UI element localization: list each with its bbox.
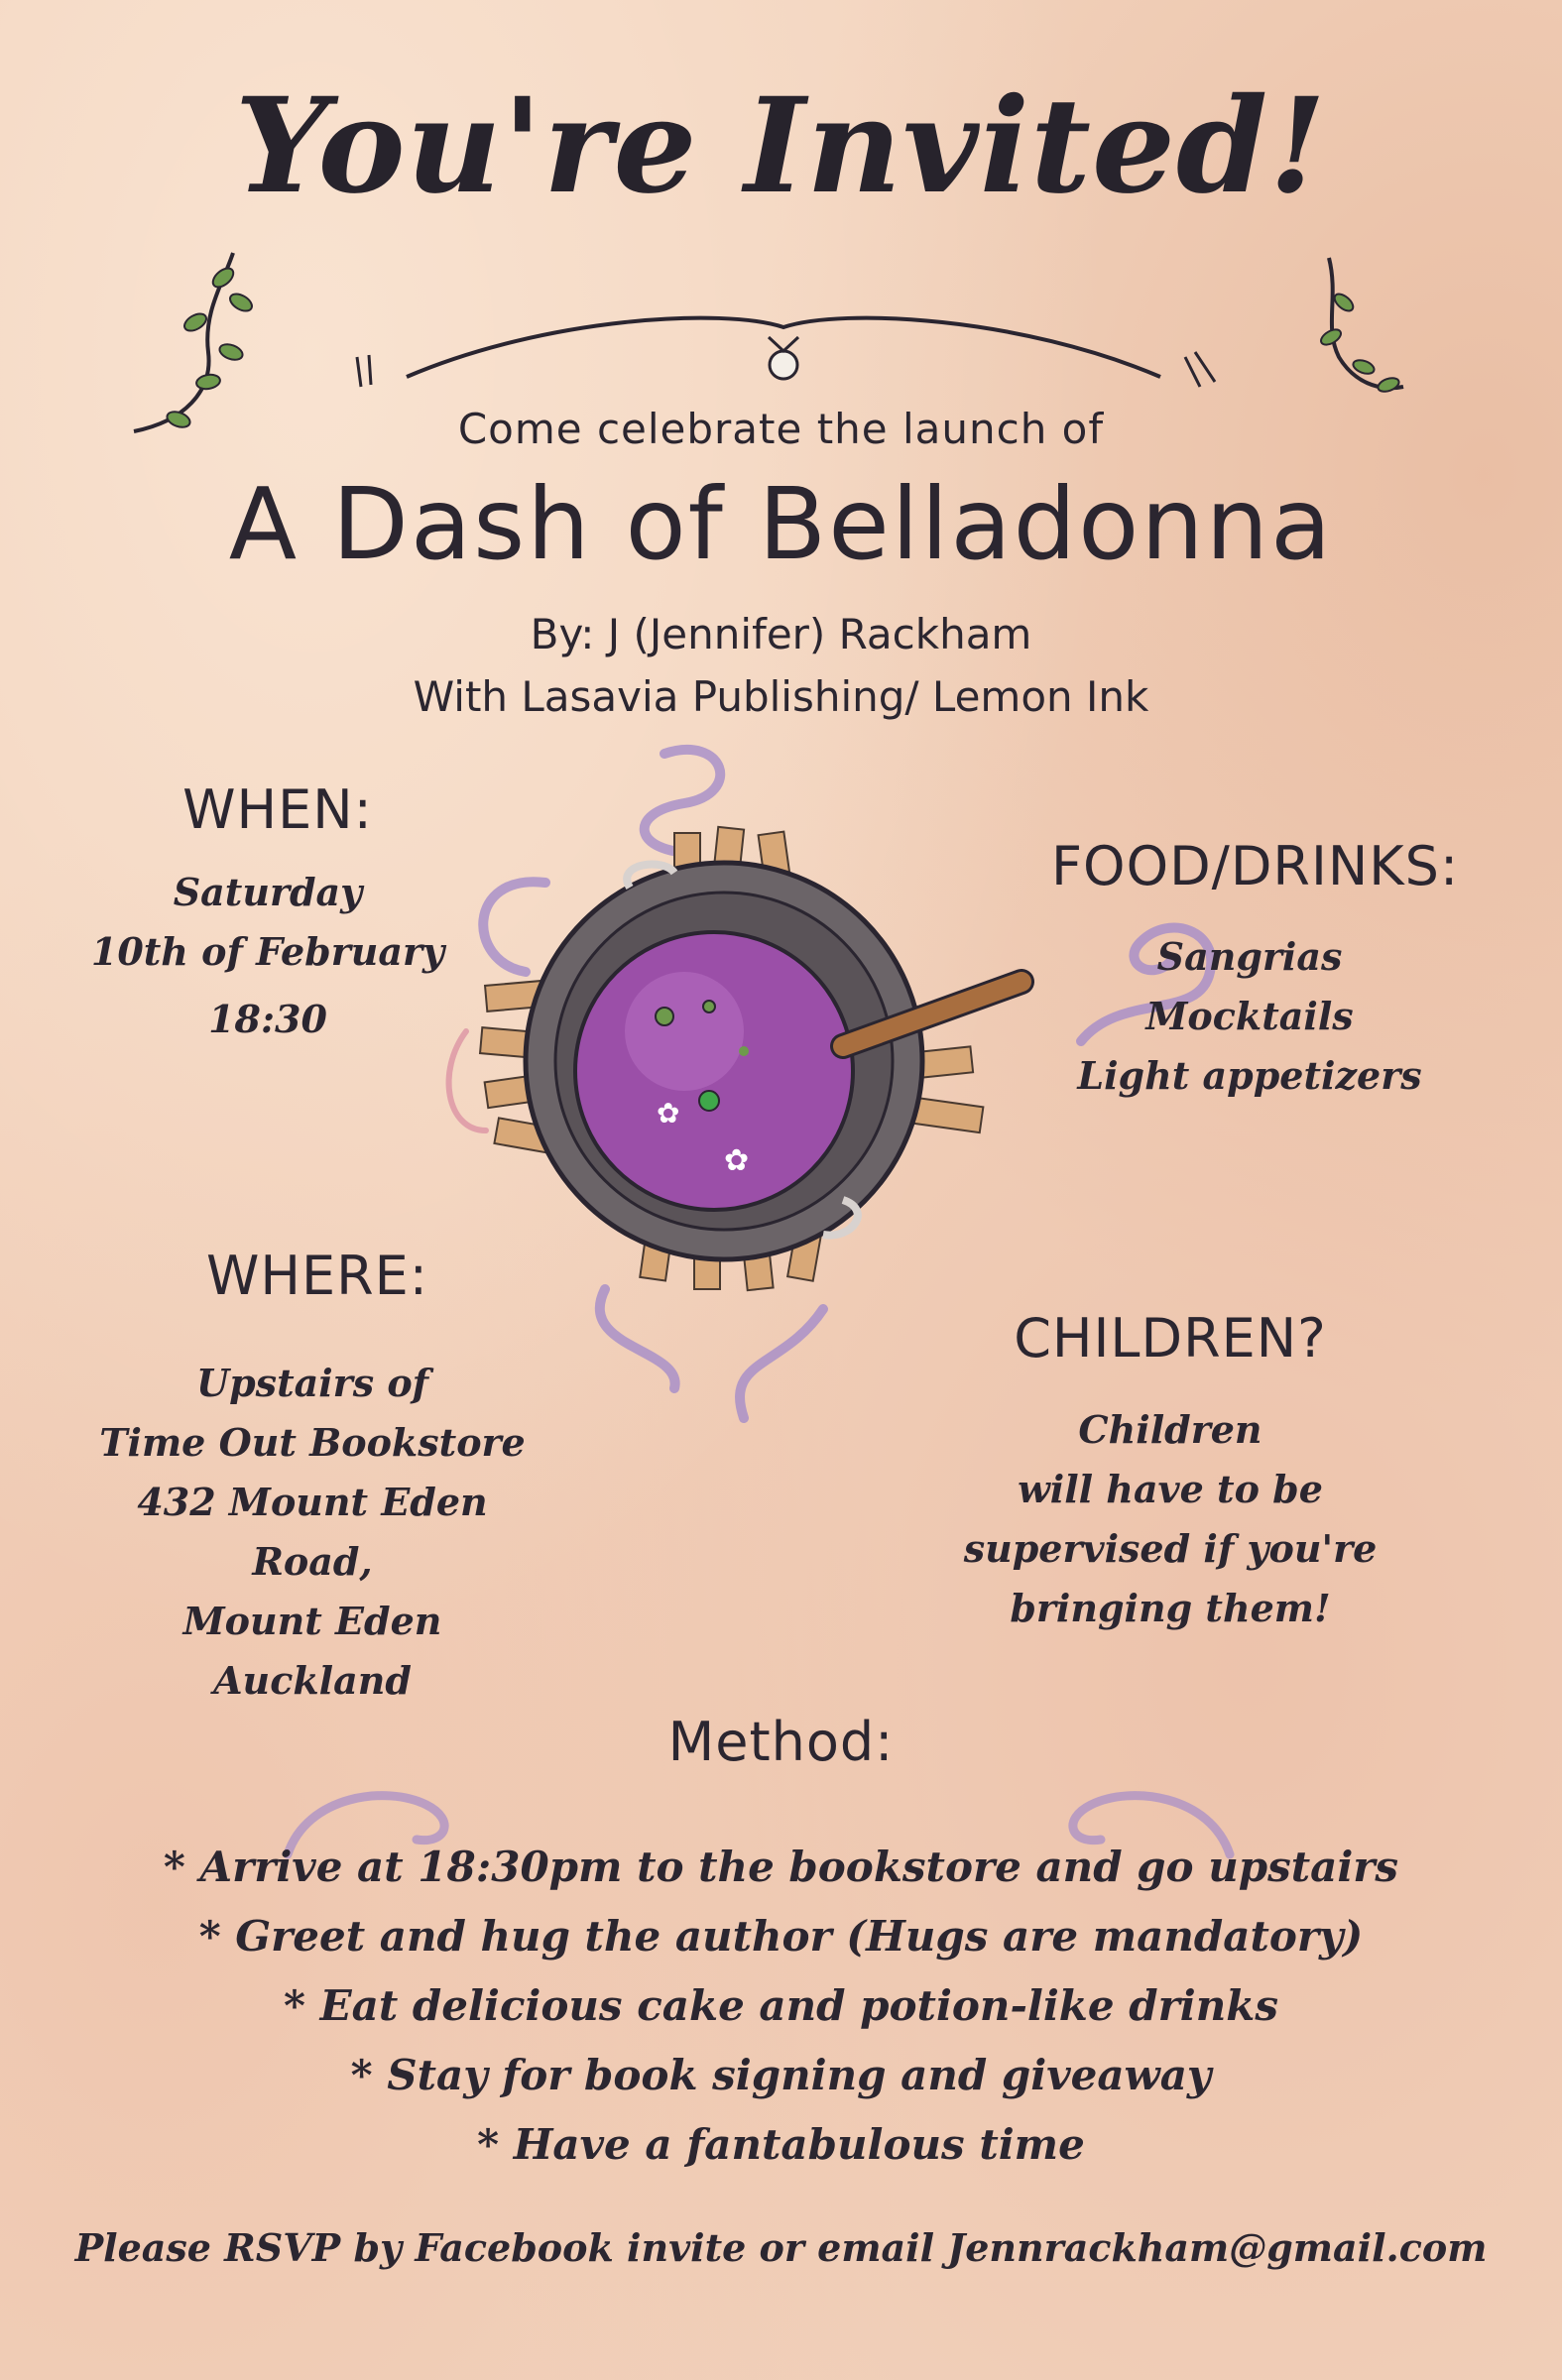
swirl-icon — [283, 1791, 449, 1859]
food-item: Mocktails — [1145, 994, 1354, 1038]
method-heading: Method: — [667, 1711, 895, 1773]
svg-text:✿: ✿ — [657, 1097, 679, 1130]
swirl-icon — [1076, 922, 1217, 1046]
children-details: Children will have to be supervised if y… — [962, 1400, 1379, 1638]
when-details: Saturday 10th of February 18:30 — [79, 863, 456, 1049]
vine-right-icon — [1320, 257, 1404, 393]
method-step: * Greet and hug the author (Hugs are man… — [198, 1912, 1364, 1961]
vine-left-icon — [133, 252, 253, 433]
method-step: * Arrive at 18:30pm to the bookstore and… — [163, 1843, 1399, 1891]
children-heading: CHILDREN? — [1014, 1307, 1327, 1369]
food-item: Sangrias — [1156, 934, 1343, 979]
address-line: Time Out Bookstore — [99, 1420, 526, 1465]
svg-text:✿: ✿ — [724, 1143, 749, 1178]
subtitle: Come celebrate the launch of — [457, 405, 1105, 453]
method-step: * Eat delicious cake and potion-like dri… — [284, 1981, 1278, 2030]
method-list: * Arrive at 18:30pm to the bookstore and… — [0, 1833, 1562, 2180]
food-details: Sangrias Mocktails Light appetizers — [1071, 927, 1428, 1106]
book-title: A Dash of Belladonna — [228, 466, 1334, 582]
when-heading: WHEN: — [182, 778, 373, 841]
when-date: 10th of February — [90, 929, 445, 974]
cauldron-icon: ✿ ✿ — [445, 744, 1034, 1423]
where-heading: WHERE: — [206, 1245, 428, 1307]
children-line: Children — [1078, 1407, 1262, 1452]
publisher-line: With Lasavia Publishing/ Lemon Ink — [413, 672, 1149, 721]
where-details: Upstairs of Time Out Bookstore 432 Mount… — [89, 1354, 536, 1711]
food-heading: FOOD/DRINKS: — [1051, 835, 1460, 897]
children-line: bringing them! — [1010, 1586, 1331, 1630]
page-title: You're Invited! — [234, 69, 1328, 223]
address-line: 432 Mount Eden Road, — [137, 1480, 488, 1584]
method-step: * Stay for book signing and giveaway — [350, 2051, 1212, 2099]
when-day: Saturday — [173, 870, 363, 914]
address-line: Auckland — [213, 1658, 412, 1703]
author-byline: By: J (Jennifer) Rackham — [530, 610, 1032, 658]
method-step: * Have a fantabulous time — [477, 2120, 1085, 2169]
food-item: Light appetizers — [1077, 1053, 1422, 1098]
banner-line-icon — [355, 315, 1217, 388]
address-line: Mount Eden — [182, 1599, 442, 1643]
children-line: will have to be — [1018, 1467, 1323, 1511]
swirl-icon — [1068, 1791, 1235, 1859]
address-line: Upstairs of — [195, 1361, 429, 1405]
rsvp-line: Please RSVP by Facebook invite or email … — [74, 2225, 1488, 2270]
children-line: supervised if you're — [963, 1526, 1378, 1571]
when-time: 18:30 — [208, 997, 327, 1041]
